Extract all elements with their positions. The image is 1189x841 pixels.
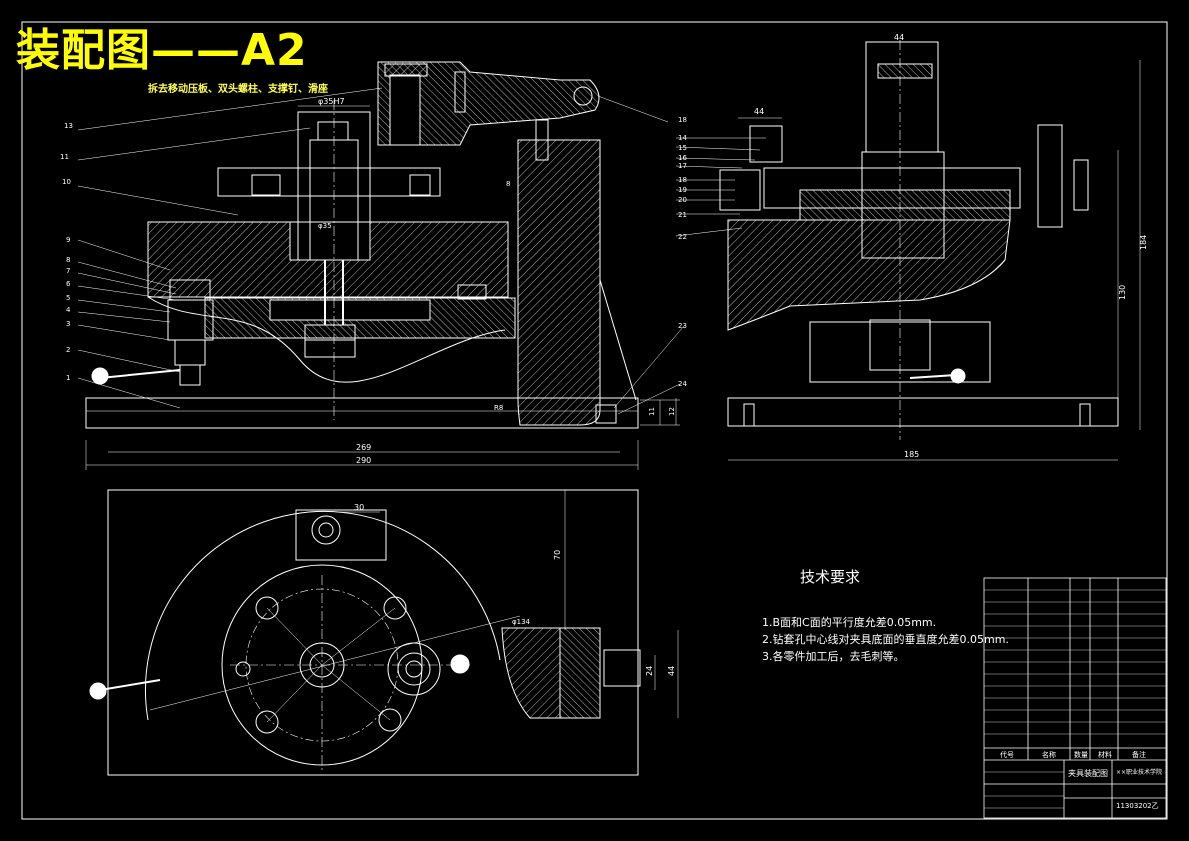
balloon-3: 3 xyxy=(66,320,70,328)
balloon-5: 5 xyxy=(66,294,70,302)
balloon-16: 16 xyxy=(678,154,687,162)
sheet-border xyxy=(21,21,1168,820)
balloons-right: 18 14 15 16 17 18 19 20 21 22 23 24 8 xyxy=(506,116,687,388)
tech-requirements-heading: 技术要求 xyxy=(800,568,861,586)
tb-drawing-name: 夹具装配图 xyxy=(1068,768,1108,778)
plan-view xyxy=(89,489,679,776)
tb-school: ××职业技术学院 xyxy=(1116,768,1162,776)
balloon-17: 17 xyxy=(678,162,687,170)
balloon-4: 4 xyxy=(66,306,71,314)
tech-requirement-3: 3.各零件加工后，去毛刺等。 xyxy=(762,650,905,663)
balloon-8: 8 xyxy=(66,256,70,264)
balloon-1: 1 xyxy=(66,374,70,382)
balloon-2: 2 xyxy=(66,346,70,354)
balloon-8-col: 8 xyxy=(506,180,510,188)
dim-44-plan: 44 xyxy=(667,666,676,676)
tb-number: 11303202乙 xyxy=(1116,802,1159,810)
balloons-left: 13 11 10 9 8 7 6 5 4 3 2 1 xyxy=(60,122,73,382)
tb-col-name: 名称 xyxy=(1042,750,1056,759)
tech-requirement-2: 2.钻套孔中心线对夹具底面的垂直度允差0.05mm. xyxy=(762,633,1009,646)
balloon-23: 23 xyxy=(678,322,687,330)
tb-col-qty: 数量 xyxy=(1074,750,1088,759)
dim-70: 70 xyxy=(553,550,562,560)
title-block xyxy=(983,577,1167,819)
dim-30: 30 xyxy=(354,503,364,512)
dim-269: 269 xyxy=(356,443,371,452)
balloon-14: 14 xyxy=(678,134,687,142)
balloon-20: 20 xyxy=(678,196,687,204)
dim-290: 290 xyxy=(356,456,371,465)
dim-24: 24 xyxy=(645,666,654,676)
balloon-18: 18 xyxy=(678,176,687,184)
balloon-21: 21 xyxy=(678,211,687,219)
tb-col-code: 代号 xyxy=(1000,750,1014,759)
tb-col-material: 材料 xyxy=(1098,750,1112,759)
dimension-labels: φ35H7 φ35 269 290 44 44 184 130 185 30 7… xyxy=(318,33,1148,676)
dim-r8: R8 xyxy=(494,404,503,412)
balloon-15: 15 xyxy=(678,144,687,152)
tech-requirement-1: 1.B面和C面的平行度允差0.05mm. xyxy=(762,616,937,629)
dim-phi134: φ134 xyxy=(512,618,531,626)
tb-col-remark: 备注 xyxy=(1132,750,1146,759)
dim-130: 130 xyxy=(1118,285,1127,300)
dim-184: 184 xyxy=(1139,235,1148,250)
titleblock-text: 代号 名称 数量 材料 备注 夹具装配图 ××职业技术学院 11303202乙 xyxy=(1000,750,1162,810)
balloon-19: 19 xyxy=(678,186,687,194)
dim-12: 12 xyxy=(668,407,676,416)
dim-11: 11 xyxy=(648,407,656,416)
balloon-r-18a: 18 xyxy=(678,116,687,124)
drawing-title: 装配图——A2 xyxy=(16,25,308,76)
front-view xyxy=(77,61,685,470)
dim-44-side: 44 xyxy=(754,107,764,116)
balloon-7: 7 xyxy=(66,267,70,275)
balloon-10: 10 xyxy=(62,178,71,186)
balloon-13: 13 xyxy=(64,122,73,130)
balloon-9: 9 xyxy=(66,236,70,244)
balloon-22: 22 xyxy=(678,233,687,241)
balloon-6: 6 xyxy=(66,280,71,288)
dim-phi35: φ35 xyxy=(318,222,332,230)
dim-44-top: 44 xyxy=(894,33,904,42)
side-view xyxy=(675,40,1141,461)
dim-185: 185 xyxy=(904,450,919,459)
drawing-note: 拆去移动压板、双头螺柱、支撑钉、滑座 xyxy=(148,84,328,95)
balloon-11: 11 xyxy=(60,153,69,161)
balloon-24: 24 xyxy=(678,380,687,388)
dim-phi35h7: φ35H7 xyxy=(318,97,345,106)
